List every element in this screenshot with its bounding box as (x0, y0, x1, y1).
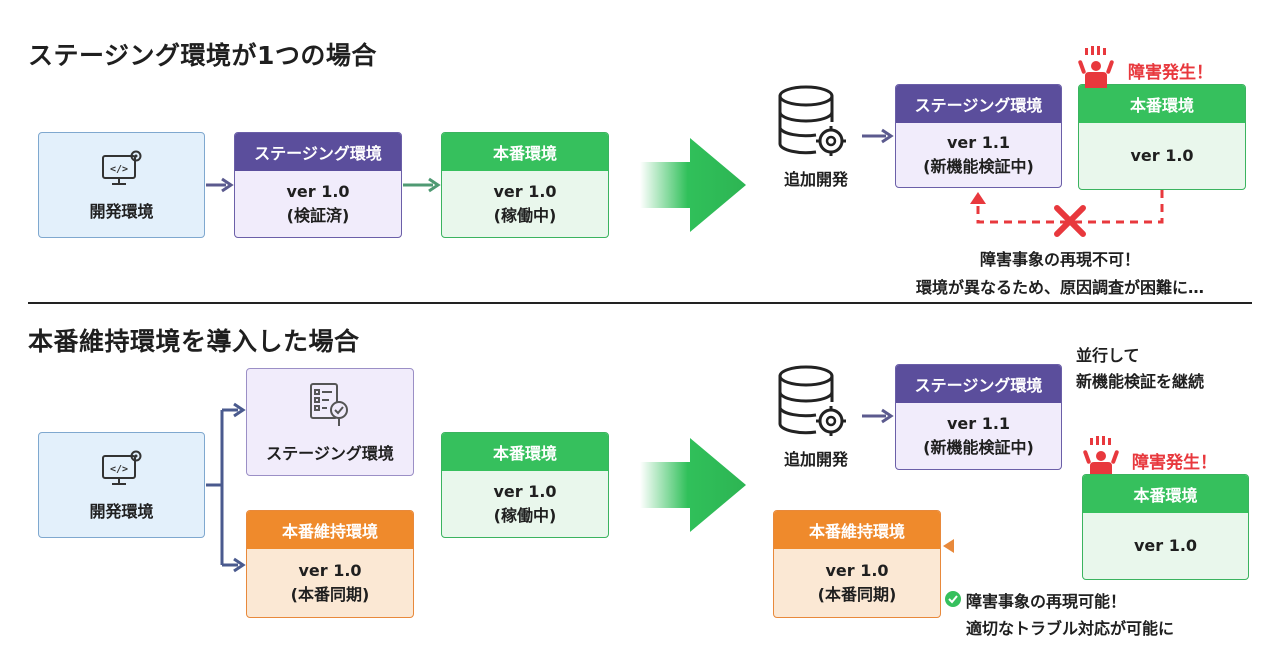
dev-environment-box-2: </> 開発環境 (38, 432, 205, 538)
check-circle-icon (945, 591, 961, 607)
after-production-version-2: ver 1.0 (1133, 536, 1198, 555)
after-staging-status-2: (新機能検証中) (923, 438, 1034, 457)
after-staging-status: (新機能検証中) (923, 157, 1034, 176)
dev-environment-box: </> 開発環境 (38, 132, 205, 238)
alert-person-icon (1078, 46, 1114, 88)
failed-reproduction-arrowhead (970, 192, 986, 204)
incident-note-line2: 環境が異なるため、原因調査が困難に… (915, 278, 1204, 297)
maintenance-box: 本番維持環境 ver 1.0 (本番同期) (246, 510, 414, 618)
after-maintenance-version: ver 1.0 (825, 561, 889, 580)
production-header: 本番環境 (442, 133, 608, 171)
production-box: 本番環境 ver 1.0 (稼働中) (441, 132, 609, 238)
incident-note-line1: 障害事象の再現不可！ (979, 250, 1140, 269)
arrow-dev-to-staging (206, 177, 234, 193)
after-staging-box-2: ステージング環境 ver 1.1 (新機能検証中) (895, 364, 1062, 470)
dev-environment-label: 開発環境 (89, 202, 154, 221)
database-gear-icon-2 (778, 365, 846, 436)
after-maintenance-header: 本番維持環境 (774, 511, 940, 549)
failed-reproduction-path (976, 190, 1164, 224)
maintenance-version: ver 1.0 (298, 561, 362, 580)
arrow-db-to-staging-2 (862, 408, 894, 424)
staging-box: ステージング環境 ver 1.0 (検証済) (234, 132, 402, 238)
production-box-2: 本番環境 ver 1.0 (稼働中) (441, 432, 609, 538)
after-production-box-2: 本番環境 ver 1.0 (1082, 474, 1249, 580)
production-version: ver 1.0 (493, 182, 557, 201)
maintenance-header: 本番維持環境 (247, 511, 413, 549)
reproducible-note-line1: 障害事象の再現可能！ (966, 592, 1127, 611)
developer-monitor-icon: </> (101, 450, 141, 485)
sync-arrowhead (943, 539, 954, 553)
after-production-box: 本番環境 ver 1.0 (1078, 84, 1246, 190)
branch-connector (206, 402, 246, 573)
svg-text:</>: </> (109, 464, 127, 475)
staging-header: ステージング環境 (235, 133, 401, 171)
after-staging-header-2: ステージング環境 (896, 365, 1061, 403)
cross-mark-icon (1054, 205, 1086, 237)
checklist-magnifier-icon (310, 383, 348, 426)
svg-text:</>: </> (109, 164, 127, 175)
alert-label: 障害発生！ (1128, 63, 1213, 83)
database-gear-icon (778, 85, 846, 156)
section-divider (28, 302, 1252, 304)
reproducible-note-line2: 適切なトラブル対応が可能に (966, 619, 1175, 638)
staging-plain-box: ステージング環境 (246, 368, 414, 476)
staging-status: (検証済) (286, 206, 350, 225)
staging-version: ver 1.0 (286, 182, 350, 201)
dev-environment-label-2: 開発環境 (89, 502, 154, 521)
developer-monitor-icon: </> (101, 150, 141, 185)
after-staging-box: ステージング環境 ver 1.1 (新機能検証中) (895, 84, 1062, 188)
production-status: (稼働中) (493, 206, 557, 225)
after-staging-header: ステージング環境 (896, 85, 1061, 123)
production-header-2: 本番環境 (442, 433, 608, 471)
parallel-note-line1: 並行して (1076, 346, 1140, 365)
after-staging-version: ver 1.1 (946, 133, 1011, 152)
after-staging-version-2: ver 1.1 (946, 414, 1011, 433)
arrow-db-to-staging (862, 128, 894, 144)
maintenance-status: (本番同期) (290, 585, 370, 604)
after-production-version: ver 1.0 (1130, 146, 1194, 165)
transition-arrow-2 (640, 438, 746, 532)
production-status-2: (稼働中) (493, 506, 557, 525)
section1-title: ステージング環境が1つの場合 (28, 41, 377, 70)
transition-arrow-1 (640, 138, 746, 232)
production-version-2: ver 1.0 (493, 482, 557, 501)
after-production-header: 本番環境 (1079, 85, 1245, 123)
after-production-header-2: 本番環境 (1083, 475, 1248, 513)
alert-label-2: 障害発生！ (1132, 453, 1217, 473)
section2-title: 本番維持環境を導入した場合 (28, 327, 360, 356)
parallel-note-line2: 新機能検証を継続 (1076, 372, 1205, 391)
alert-person-icon-2 (1083, 436, 1119, 478)
arrow-staging-to-production (403, 177, 441, 193)
additional-dev-label: 追加開発 (783, 170, 848, 189)
additional-dev-label-2: 追加開発 (783, 450, 848, 469)
after-maintenance-box: 本番維持環境 ver 1.0 (本番同期) (773, 510, 941, 618)
after-maintenance-status: (本番同期) (817, 585, 897, 604)
staging-plain-label: ステージング環境 (266, 444, 394, 463)
